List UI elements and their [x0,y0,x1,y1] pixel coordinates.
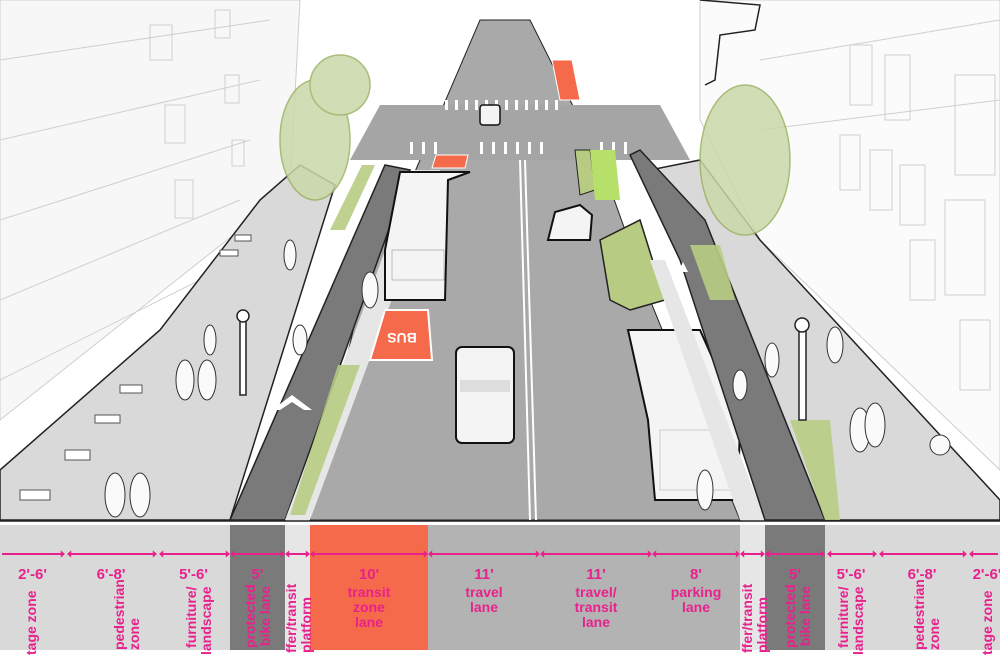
segment-pedestrian-right [877,525,967,650]
segment-buffer-right [740,525,765,650]
label-travel-lane: travel lane [465,584,503,615]
dimension-line [765,548,825,560]
pedestrians [104,239,951,518]
segment-frontage-right [967,525,1000,650]
segment-pedestrian-left [65,525,157,650]
left-planting [290,365,360,515]
dimension-line [0,548,65,560]
segment-travel-lane [428,525,540,650]
dimension-line [428,548,540,560]
trees [279,54,791,236]
label-frontage-left: tage zone [23,590,39,655]
width-bike-right: 5' [789,566,801,583]
dimension-line [879,548,967,560]
label-travel-transit-lane: travel/ transit lane [574,584,618,630]
bus-lane-marking-far [431,154,469,169]
segment-bike-right [765,525,825,650]
width-transit-lane: 10' [358,566,380,583]
right-buffer [650,260,765,520]
width-pedestrian-left: 6'-8' [96,566,126,583]
dimension-line [159,548,230,560]
width-furniture-right: 5'-6' [836,566,866,583]
crosswalks [410,100,627,154]
cross-section-dimension-bar: 2'-6' 6'-8' 5'-6' 5' 10' 11' 11' 8' 5' 5… [0,525,1000,655]
label-bike-right: protected bike lane [782,584,813,648]
segment-travel-transit-lane [540,525,652,650]
width-travel-lane: 11' [474,566,494,583]
center-line [519,159,531,521]
lamp-posts [236,309,810,421]
segment-transit-lane [310,525,428,650]
distant-car [479,104,501,126]
label-frontage-right: tage zone [979,590,995,655]
dimension-line [652,548,740,560]
bike-arrow-right [678,262,688,272]
bus [384,171,471,301]
dimension-line [230,548,285,560]
dimension-line [285,548,310,560]
segment-frontage-left [0,525,65,650]
bus-marking-near: BUS [387,330,417,346]
width-parking-lane: 8' [690,566,702,583]
car [546,203,594,241]
label-buffer-left: ffer/transit platform [283,583,314,653]
label-furniture-left: furniture/ landscape [183,586,214,655]
label-pedestrian-right: pedestrian zone [911,579,942,650]
segment-bike-left [230,525,285,650]
width-travel-transit-lane: 11' [586,566,606,583]
label-pedestrian-left: pedestrian zone [111,579,142,650]
dimension-line [67,548,157,560]
left-planting-upper [330,165,375,230]
label-bike-left: protected bike lane [242,584,273,648]
width-pedestrian-right: 6'-8' [907,566,937,583]
dimension-line [310,548,428,560]
bike-chevron [272,395,312,410]
dimension-line [827,548,877,560]
street-illustration: BUS [0,0,1000,522]
green-bike-box [590,150,620,200]
width-frontage-right: 2'-6' [972,566,1000,583]
segment-furniture-left [157,525,230,650]
label-transit-lane: transit zone lane [347,584,391,630]
segment-buffer-left [285,525,310,650]
suv [455,346,515,444]
right-planting-island [599,218,666,311]
bus-lane-marking-near [368,309,434,361]
bus-lane-marking-distant [551,59,581,101]
segment-parking-lane [652,525,740,650]
label-furniture-right: furniture/ landscape [835,586,866,655]
right-planting [790,420,840,520]
dimension-line [540,548,652,560]
cafe-seating [19,234,252,501]
width-furniture-left: 5'-6' [179,566,208,583]
width-bike-left: 5' [251,566,264,583]
dimension-line [740,548,765,560]
center-line-2 [524,159,537,521]
right-planting-upper [690,245,735,300]
width-frontage-left: 2'-6' [18,566,47,583]
label-parking-lane: parking lane [670,584,722,615]
label-buffer-right: ffer/transit platform [739,583,770,653]
segment-furniture-right [825,525,877,650]
left-sidewalk [0,164,336,521]
left-bike-lane [228,164,411,521]
dimension-line [969,548,1000,560]
